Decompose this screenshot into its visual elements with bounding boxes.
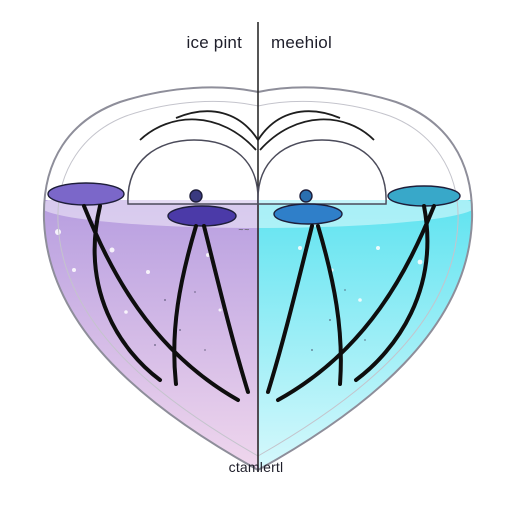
disc-right-inner <box>273 203 343 225</box>
label-right: meehiol <box>271 33 332 52</box>
disc-left-inner <box>167 205 237 227</box>
label-left: ice pint <box>186 33 242 52</box>
tentacle-lines <box>82 204 436 402</box>
dome-arches <box>139 110 375 151</box>
right-liquid <box>259 200 473 470</box>
glass-domes <box>127 139 387 205</box>
floating-discs <box>47 182 461 227</box>
disc-right-outer <box>387 185 461 207</box>
left-liquid <box>43 200 259 470</box>
speckles <box>154 289 366 351</box>
knob-left <box>189 189 203 203</box>
disc-left-outer <box>47 182 125 206</box>
label-bottom: ctamlertl <box>228 459 284 475</box>
tiny-mark: ~~ <box>238 226 250 234</box>
knob-right <box>299 189 313 203</box>
liquid-fill <box>43 184 473 470</box>
bubbles <box>55 229 423 314</box>
right-dome <box>257 139 387 205</box>
left-dome <box>127 139 259 205</box>
